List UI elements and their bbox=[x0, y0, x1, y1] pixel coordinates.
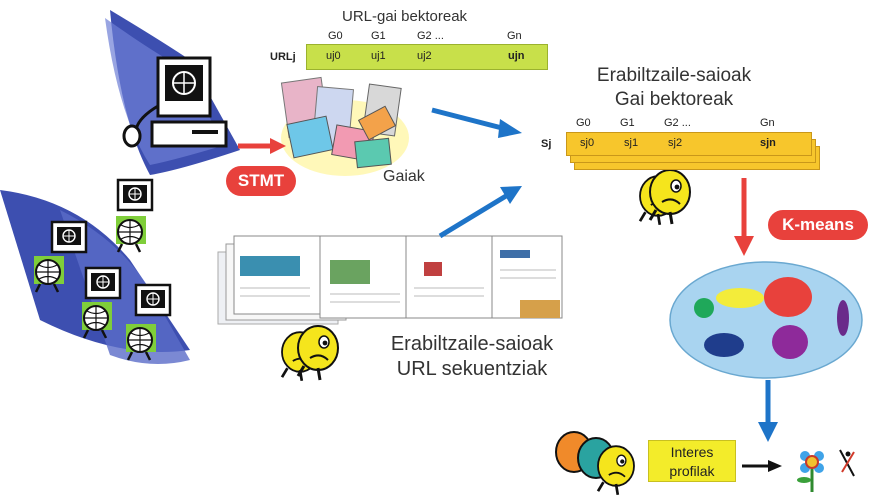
profile-faces-icon bbox=[555, 431, 636, 497]
session-vector-bar bbox=[566, 132, 812, 156]
session-cell-sj2: sj2 bbox=[668, 137, 683, 149]
url-row-label: URLj bbox=[270, 51, 296, 63]
cluster-yellow bbox=[716, 288, 764, 308]
topics-label: Gaiak bbox=[383, 168, 425, 185]
pages-to-sessions-arrow bbox=[438, 186, 522, 239]
clusters-to-profiles-arrow bbox=[758, 380, 778, 442]
profiles-label-box: Interes profilak bbox=[648, 440, 736, 482]
session-header-g0: G0 bbox=[576, 117, 591, 129]
stmt-arrow bbox=[238, 138, 286, 154]
kmeans-arrow bbox=[734, 178, 754, 256]
url-header-g1: G1 bbox=[371, 30, 386, 42]
session-header-gn: Gn bbox=[760, 117, 775, 129]
url-vector-bar bbox=[306, 44, 548, 70]
url-vectors-title: URL-gai bektoreak bbox=[342, 8, 468, 25]
topics-to-sessions-arrow bbox=[431, 107, 522, 138]
profiles-arrow bbox=[742, 460, 782, 472]
computer-icon-small-1 bbox=[116, 178, 154, 212]
computer-icon-small-2 bbox=[50, 220, 88, 254]
computer-icon-small-4 bbox=[134, 283, 172, 317]
url-cell-uj1: uj1 bbox=[371, 50, 386, 62]
topics-pile-image bbox=[280, 76, 409, 176]
url-header-g0: G0 bbox=[328, 30, 343, 42]
session-vectors-title-line1: Erabiltzaile-saioak bbox=[596, 65, 752, 86]
session-header-g2: G2 ... bbox=[664, 117, 691, 129]
url-sequences-line1: Erabiltzaile-saioak bbox=[390, 333, 554, 355]
session-vectors-title: Erabiltzaile-saioak Gai bektoreak bbox=[576, 64, 772, 112]
user-face-icon-2 bbox=[280, 324, 340, 383]
flower-icon bbox=[797, 451, 824, 492]
person-icon bbox=[839, 449, 855, 477]
url-cell-ujn: ujn bbox=[508, 50, 525, 62]
session-vectors-title-line2: Gai bektoreak bbox=[614, 89, 734, 110]
computer-icon-small-3 bbox=[84, 266, 122, 300]
clusters-ellipse bbox=[669, 261, 863, 379]
url-sequences-label: Erabiltzaile-saioak URL sekuentziak bbox=[372, 332, 572, 382]
url-sequences-line2: URL sekuentziak bbox=[396, 358, 548, 380]
user-face-icon-1 bbox=[638, 168, 692, 227]
url-header-g2: G2 ... bbox=[417, 30, 444, 42]
profiles-label-line1: Interes bbox=[670, 444, 714, 460]
cluster-navy bbox=[704, 333, 744, 357]
url-cell-uj0: uj0 bbox=[326, 50, 341, 62]
session-cell-sj0: sj0 bbox=[580, 137, 595, 149]
profiles-label-line2: profilak bbox=[669, 463, 715, 479]
computer-icon bbox=[122, 56, 228, 148]
url-header-gn: Gn bbox=[507, 30, 522, 42]
session-row-label: Sj bbox=[541, 138, 552, 150]
globe-man-icon-1 bbox=[114, 214, 148, 254]
kmeans-badge: K-means bbox=[768, 210, 868, 240]
web-pages-collage-image bbox=[217, 235, 563, 325]
session-cell-sj1: sj1 bbox=[624, 137, 639, 149]
session-header-g1: G1 bbox=[620, 117, 635, 129]
session-cell-sjn: sjn bbox=[760, 137, 776, 149]
cluster-red bbox=[764, 277, 812, 317]
cluster-purple bbox=[772, 325, 808, 359]
url-cell-uj2: uj2 bbox=[417, 50, 432, 62]
cluster-green bbox=[694, 298, 714, 318]
stmt-badge: STMT bbox=[226, 166, 296, 196]
cluster-violet bbox=[837, 300, 849, 336]
